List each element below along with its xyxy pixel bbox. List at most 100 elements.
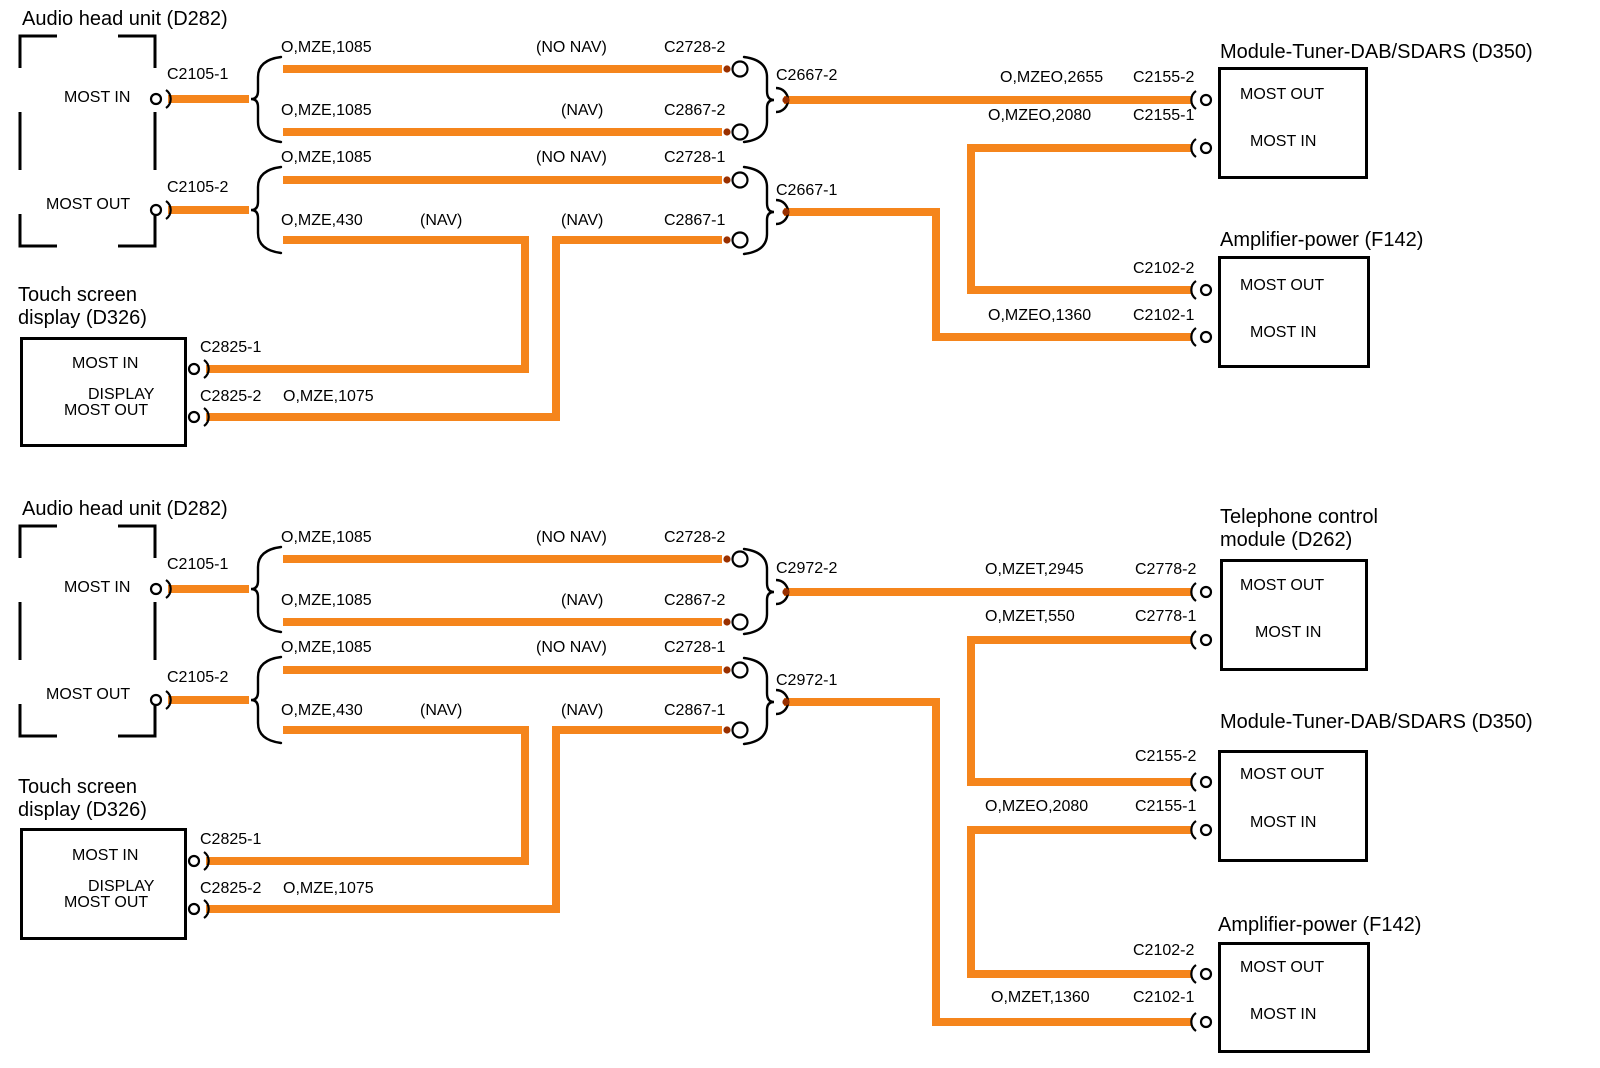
top-connector-c2825-1-label: C2825-1	[200, 339, 262, 356]
bottom-telephone-most-in-label: MOST IN	[1255, 624, 1322, 641]
top-connector-c2155-1-label: C2155-1	[1133, 107, 1195, 124]
top-connector-c2867-1-label: C2867-1	[664, 212, 726, 229]
top-wire-c-option-label: (NO NAV)	[536, 149, 607, 166]
module-box-amplifier-bottom	[1218, 942, 1370, 1053]
wire-nav-to-display-most-in	[206, 236, 529, 373]
top-connector-c2667-2-label: C2667-2	[776, 67, 838, 84]
bottom-wire-d-option-label-2: (NAV)	[561, 702, 604, 719]
top-connector-c2105-2-label: C2105-2	[167, 179, 229, 196]
top-display-display-label: DISPLAY	[88, 386, 155, 403]
top-wire-b-circuit-label: O,MZE,1085	[281, 102, 372, 119]
audio-head-unit-outline-bottom	[18, 524, 157, 738]
top-wire-c2155-1-circuit-label: O,MZEO,2080	[988, 107, 1092, 124]
audio-head-unit-outline-top	[18, 34, 157, 248]
top-connector-c2155-2-label: C2155-2	[1133, 69, 1195, 86]
bottom-connector-c2102-1-label: C2102-1	[1133, 989, 1195, 1006]
bottom-audio-most-in-label: MOST IN	[64, 579, 131, 596]
bottom-wire-c2778-2-circuit-label: O,MZET,2945	[985, 561, 1084, 578]
top-display-most-in-label: MOST IN	[72, 355, 139, 372]
bottom-wire-a-option-label: (NO NAV)	[536, 529, 607, 546]
bottom-connector-c2867-2-label: C2867-2	[664, 592, 726, 609]
bottom-display-title-line1: Touch screen	[18, 776, 137, 798]
bottom-connector-c2778-1-label: C2778-1	[1135, 608, 1197, 625]
top-wire-c-circuit-label: O,MZE,1085	[281, 149, 372, 166]
top-audio-most-in-label: MOST IN	[64, 89, 131, 106]
bottom-amplifier-most-in-label: MOST IN	[1250, 1006, 1317, 1023]
top-connector-c2667-1-label: C2667-1	[776, 182, 838, 199]
bottom-wire-a-circuit-label: O,MZE,1085	[281, 529, 372, 546]
top-wires	[168, 65, 1192, 421]
bottom-wire-b-circuit-label: O,MZE,1085	[281, 592, 372, 609]
bottom-wire-d-option-label-1: (NAV)	[420, 702, 463, 719]
bottom-connector-c2155-2-label: C2155-2	[1135, 748, 1197, 765]
wire-c2102-2-to-c2155-1	[967, 144, 1192, 294]
bottom-display-most-in-label: MOST IN	[72, 847, 139, 864]
bottom-connector-c2972-1-label: C2972-1	[776, 672, 838, 689]
wire-c2102-2-to-c2155-1	[967, 826, 1192, 978]
top-display-title-line1: Touch screen	[18, 284, 137, 306]
top-display-most-out-label: MOST OUT	[64, 402, 149, 419]
top-tuner-most-in-label: MOST IN	[1250, 133, 1317, 150]
module-box-tuner-bottom	[1218, 750, 1368, 862]
bottom-wire-c2778-1-circuit-label: O,MZET,550	[985, 608, 1075, 625]
wire-c2667-1-to-c2102-1	[784, 208, 1192, 341]
bottom-wire-c2155-1-circuit-label: O,MZEO,2080	[985, 798, 1089, 815]
bottom-display-title-line2: display (D326)	[18, 799, 147, 821]
top-audio-most-out-label: MOST OUT	[46, 196, 131, 213]
top-tuner-module-title: Module-Tuner-DAB/SDARS (D350)	[1220, 41, 1533, 63]
bottom-tuner-module-title: Module-Tuner-DAB/SDARS (D350)	[1220, 711, 1533, 733]
bottom-connector-c2155-1-label: C2155-1	[1135, 798, 1197, 815]
bottom-wire-c-option-label: (NO NAV)	[536, 639, 607, 656]
top-amplifier-most-in-label: MOST IN	[1250, 324, 1317, 341]
wire-nav-to-display-most-in	[206, 726, 529, 865]
bottom-wires	[168, 555, 1192, 1026]
module-box-amplifier-top	[1218, 256, 1370, 368]
top-wire-d-option-label-1: (NAV)	[420, 212, 463, 229]
module-box-display-bottom	[20, 828, 187, 940]
bottom-wire-c2102-1-circuit-label: O,MZET,1360	[991, 989, 1090, 1006]
bottom-display-most-out-label: MOST OUT	[64, 894, 149, 911]
top-connector-c2728-2-label: C2728-2	[664, 39, 726, 56]
top-connector-c2102-2-label: C2102-2	[1133, 260, 1195, 277]
bottom-amplifier-title: Amplifier-power (F142)	[1218, 914, 1422, 936]
bottom-connector-c2825-2-label: C2825-2	[200, 880, 262, 897]
bottom-connector-c2102-2-label: C2102-2	[1133, 942, 1195, 959]
bottom-wire-c-circuit-label: O,MZE,1085	[281, 639, 372, 656]
top-display-title-line2: display (D326)	[18, 307, 147, 329]
top-wire-c2825-2-circuit-label: O,MZE,1075	[283, 388, 374, 405]
bottom-connector-c2105-1-label: C2105-1	[167, 556, 229, 573]
top-connector-c2105-1-label: C2105-1	[167, 66, 229, 83]
top-wire-c2155-2-circuit-label: O,MZEO,2655	[1000, 69, 1104, 86]
bottom-telephone-most-out-label: MOST OUT	[1240, 577, 1325, 594]
bottom-display-display-label: DISPLAY	[88, 878, 155, 895]
wire-display-most-out-to-c2867-1	[206, 726, 722, 913]
top-connector-c2728-1-label: C2728-1	[664, 149, 726, 166]
top-audio-head-unit-title: Audio head unit (D282)	[22, 8, 228, 30]
bottom-braces	[250, 545, 775, 746]
wire-display-most-out-to-c2867-1	[206, 236, 722, 421]
bottom-connector-c2825-1-label: C2825-1	[200, 831, 262, 848]
bottom-connector-c2728-2-label: C2728-2	[664, 529, 726, 546]
top-wire-a-circuit-label: O,MZE,1085	[281, 39, 372, 56]
top-amplifier-most-out-label: MOST OUT	[1240, 277, 1325, 294]
bottom-audio-head-unit-title: Audio head unit (D282)	[22, 498, 228, 520]
wire-c2972-1-to-c2102-1	[784, 698, 1192, 1026]
top-wire-a-option-label: (NO NAV)	[536, 39, 607, 56]
bottom-wire-c2825-2-circuit-label: O,MZE,1075	[283, 880, 374, 897]
bottom-telephone-title-line2: module (D262)	[1220, 529, 1353, 551]
top-wire-d-circuit-label: O,MZE,430	[281, 212, 363, 229]
top-wire-d-option-label-2: (NAV)	[561, 212, 604, 229]
top-braces	[250, 55, 775, 256]
top-tuner-most-out-label: MOST OUT	[1240, 86, 1325, 103]
bottom-tuner-most-out-label: MOST OUT	[1240, 766, 1325, 783]
top-connector-c2102-1-label: C2102-1	[1133, 307, 1195, 324]
top-wire-b-option-label: (NAV)	[561, 102, 604, 119]
top-connector-c2867-2-label: C2867-2	[664, 102, 726, 119]
bottom-connector-c2867-1-label: C2867-1	[664, 702, 726, 719]
wire-c2155-2-to-c2778-1	[967, 636, 1192, 786]
bottom-wire-b-option-label: (NAV)	[561, 592, 604, 609]
top-connector-c2825-2-label: C2825-2	[200, 388, 262, 405]
bottom-audio-most-out-label: MOST OUT	[46, 686, 131, 703]
